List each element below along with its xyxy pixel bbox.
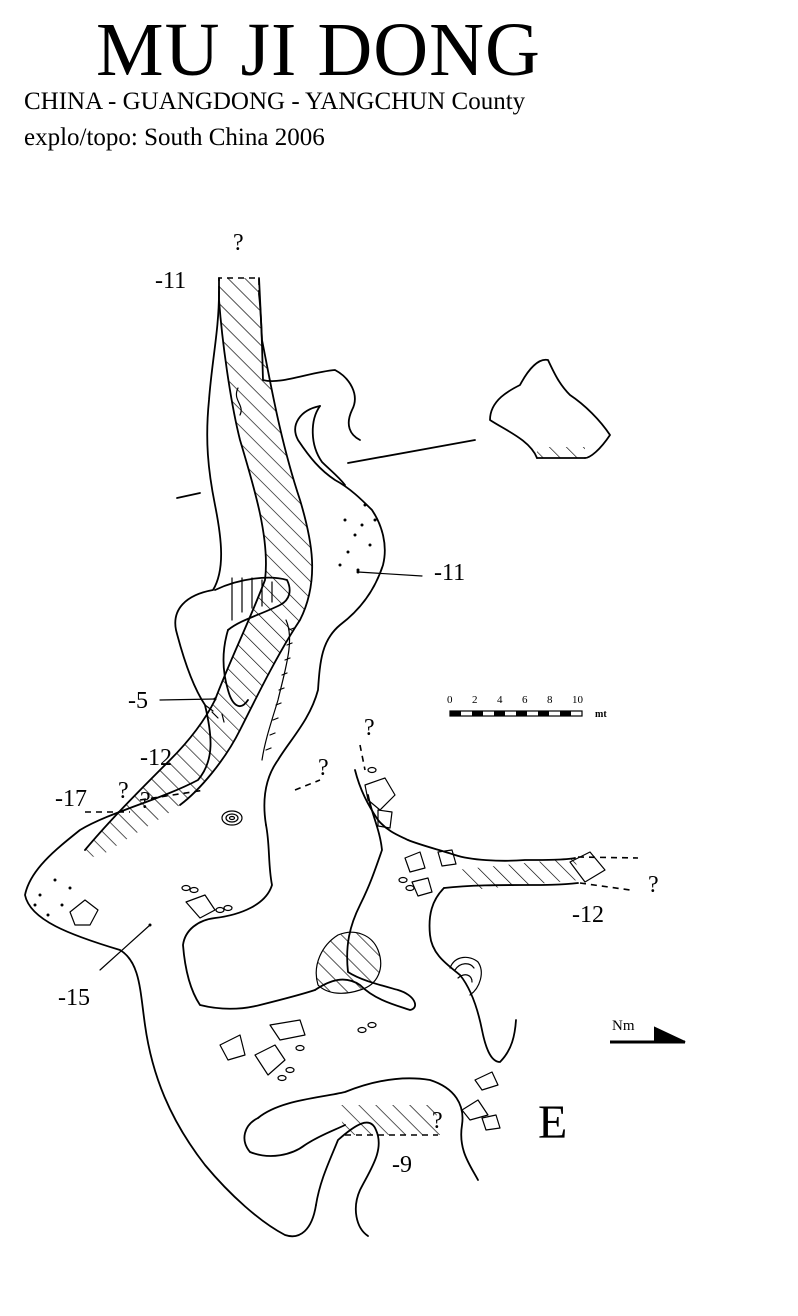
unknown-mark-south: ?	[432, 1108, 443, 1134]
unknown-mark-west-2: ?	[140, 788, 151, 814]
depth-label-west-upper: -12	[140, 745, 172, 771]
entrance-label: E	[538, 1096, 567, 1149]
scale-bar: 0 2 4 6 8 10 mt	[447, 694, 607, 720]
depth-label-top: -11	[155, 268, 186, 294]
cave-passage-walls	[24, 291, 579, 1238]
shaft-contour-icon	[221, 810, 243, 826]
depth-label-east-branch: -12	[572, 902, 604, 928]
unknown-mark-north-east: ?	[364, 715, 375, 741]
unknown-mark-top: ?	[233, 230, 244, 256]
hatched-floor	[84, 277, 585, 1135]
depth-label-left-passage: -5	[128, 688, 148, 714]
unknown-mark-west-1: ?	[118, 778, 129, 804]
pebble-icons	[181, 766, 415, 1082]
map-credits: explo/topo: South China 2006	[24, 124, 325, 151]
scale-tick-0: 0	[447, 694, 453, 706]
scale-tick-10: 10	[572, 694, 584, 706]
cliff-ticks	[204, 577, 295, 761]
scale-unit: mt	[595, 709, 607, 720]
boulder-icons	[69, 777, 606, 1131]
north-arrow-icon: Nm	[610, 1018, 686, 1044]
depth-label-south-west: -15	[58, 985, 90, 1011]
east-chamber	[489, 358, 611, 459]
scale-tick-6: 6	[522, 694, 528, 706]
depth-label-west: -17	[55, 786, 87, 812]
north-label: Nm	[612, 1018, 635, 1034]
scale-tick-4: 4	[497, 694, 503, 706]
scale-tick-2: 2	[472, 694, 478, 706]
depth-label-right: -11	[434, 560, 465, 586]
depth-leaders	[99, 387, 423, 971]
unknown-mark-center: ?	[318, 755, 329, 781]
unexplored-dashes	[85, 277, 639, 1136]
map-title: MU JI DONG	[96, 8, 541, 92]
map-location: CHINA - GUANGDONG - YANGCHUN County	[24, 88, 526, 115]
scale-tick-8: 8	[547, 694, 553, 706]
sand-dots	[33, 503, 377, 917]
unknown-mark-east: ?	[648, 872, 659, 898]
survey-lines	[176, 439, 476, 499]
depth-label-south: -9	[392, 1152, 412, 1178]
